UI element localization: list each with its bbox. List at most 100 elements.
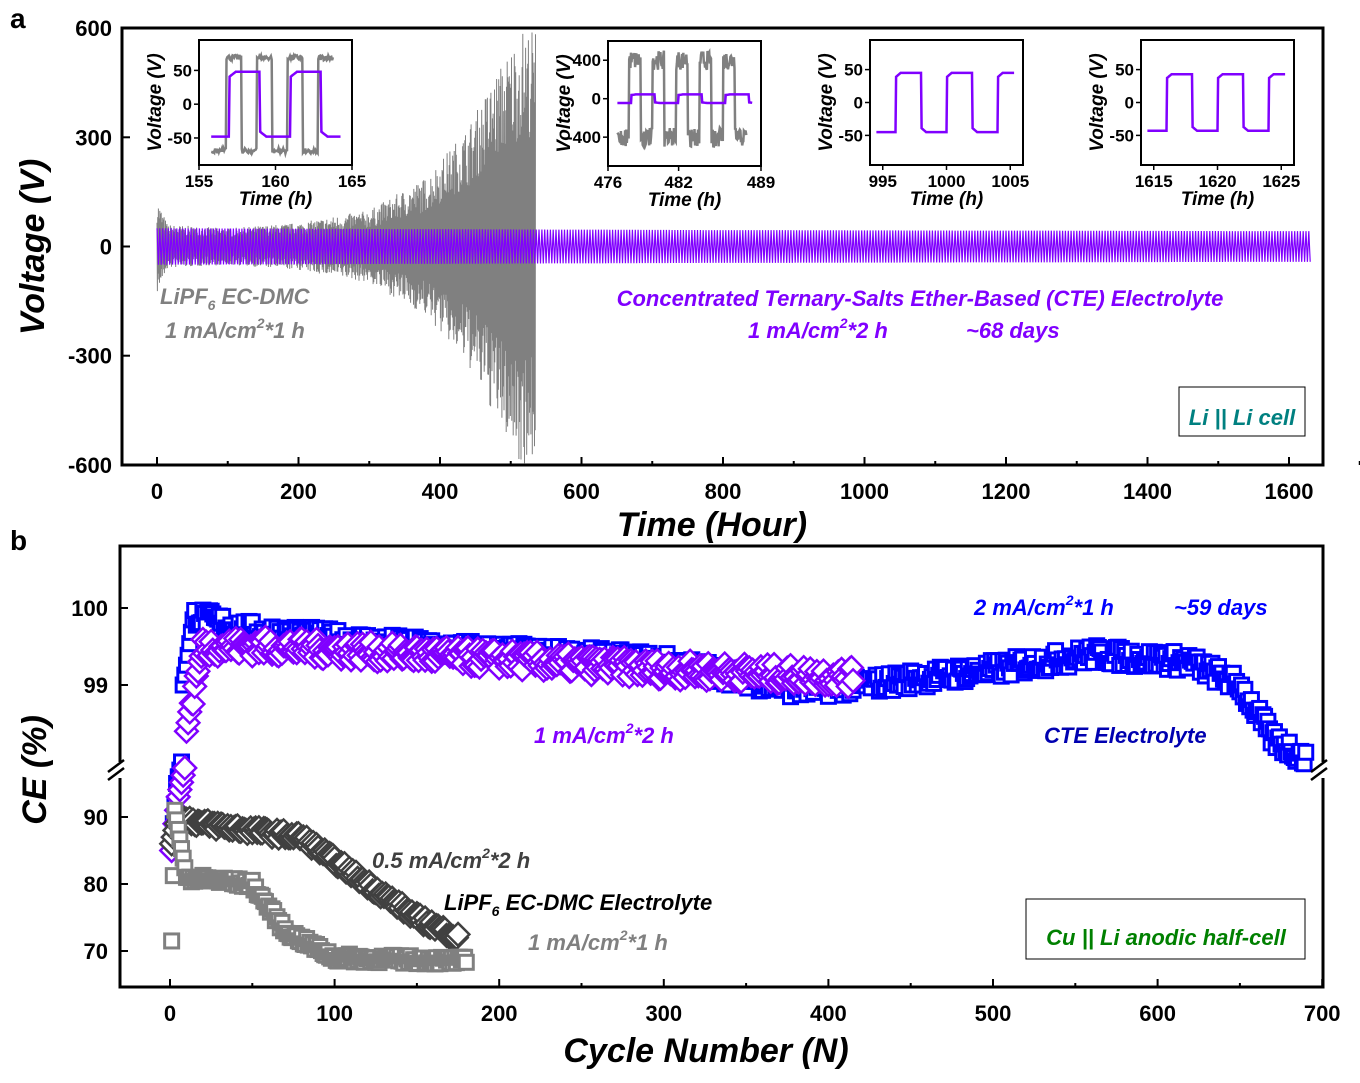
lipf-electrolyte-label: LiPF6 EC-DMC Electrolyte — [444, 890, 712, 919]
inset-y-axis-label: Voltage (V) — [1087, 53, 1108, 152]
diamond-marker — [444, 921, 472, 948]
cte-electrolyte-label: Concentrated Ternary-Salts Ether-Based (… — [617, 286, 1224, 311]
dark-rate-label: 0.5 mA/cm2*2 h — [372, 845, 530, 873]
y-tick-label: 0 — [100, 235, 112, 260]
panel-b-x-axis-label: Cycle Number (N) — [563, 1032, 848, 1070]
y-tick-label: 70 — [84, 939, 108, 964]
inset-x-tick-label: 155 — [185, 172, 213, 191]
cte-days-label: ~68 days — [966, 318, 1060, 343]
x-tick-label: 200 — [280, 479, 317, 504]
panel-letter-a: a — [10, 3, 26, 34]
diamond-marker — [171, 754, 198, 782]
panel-b-y-axis-label: CE (%) — [16, 715, 54, 825]
x-tick-label: 200 — [481, 1001, 518, 1026]
inset-purple-trace — [211, 70, 341, 138]
li-li-cell-label: Li || Li cell — [1189, 405, 1296, 430]
inset-y-axis-label: Voltage (V) — [816, 53, 837, 152]
x-tick-label: 700 — [1304, 1001, 1341, 1026]
square-marker — [457, 953, 475, 971]
cte-label: CTE Electrolyte — [1044, 723, 1207, 748]
inset-purple-trace — [876, 71, 1015, 134]
inset-y-tick-label: 0 — [592, 90, 601, 109]
x-tick-label: 400 — [422, 479, 459, 504]
inset-x-tick-label: 1615 — [1135, 172, 1173, 191]
inset-x-tick-label: 165 — [338, 172, 366, 191]
inset-frame — [607, 40, 762, 167]
inset-x-tick-label: 160 — [261, 172, 289, 191]
gray-electrolyte-label: LiPF6 EC-DMC — [160, 284, 311, 313]
axis-break-mark — [1310, 767, 1328, 781]
inset-x-tick-label: 476 — [594, 173, 622, 192]
inset-y-axis-label: Voltage (V) — [145, 53, 166, 152]
inset-y-tick-label: 0 — [183, 95, 192, 114]
blue-days-label: ~59 days — [1174, 595, 1268, 620]
y-tick-label: -600 — [68, 453, 112, 478]
panel-a-data — [156, 32, 1311, 464]
inset-gray-trace — [210, 51, 335, 159]
y-tick-label: 600 — [75, 16, 112, 41]
x-tick-label: 0 — [164, 1001, 176, 1026]
purple-rate-label: 1 mA/cm2*2 h — [534, 720, 674, 748]
inset-y-tick-label: -50 — [838, 126, 863, 145]
inset-x-tick-label: 995 — [869, 172, 897, 191]
x-tick-label: 0 — [151, 479, 163, 504]
inset-x-tick-label: 1005 — [991, 172, 1029, 191]
square-marker — [1297, 743, 1315, 761]
series-lipf6-ec-dmc-1-ma-cm2-1-h — [163, 801, 475, 973]
inset-x-tick-label: 482 — [664, 173, 692, 192]
inset-y-tick-label: 0 — [1125, 94, 1134, 113]
x-tick-label: 1600 — [1265, 479, 1314, 504]
inset-x-tick-label: 1000 — [928, 172, 966, 191]
gray-rate-label: 1 mA/cm2*1 h — [165, 315, 305, 343]
axis-break-mark — [107, 759, 125, 773]
x-tick-label: 1400 — [1123, 479, 1172, 504]
series-lipf6-ec-dmc-0-5-ma-cm2-2-h — [158, 803, 472, 952]
inset-x-tick-label: 1625 — [1262, 172, 1300, 191]
panel-a-x-axis-label: Time (Hour) — [617, 506, 807, 544]
blue-rate-label: 2 mA/cm2*1 h — [973, 592, 1114, 620]
inset-x-tick-label: 1620 — [1199, 172, 1237, 191]
y-tick-label: 90 — [84, 805, 108, 830]
inset-y-tick-label: -50 — [167, 129, 192, 148]
inset-y-tick-label: 400 — [573, 51, 601, 70]
inset-gray-trace — [616, 47, 748, 151]
cte-rate-label: 1 mA/cm2*2 h — [748, 315, 888, 343]
inset-y-tick-label: -400 — [567, 128, 601, 147]
inset-purple-trace — [1147, 72, 1286, 133]
y-tick-label: 80 — [84, 872, 108, 897]
panel-a-y-axis-label: Voltage (V) — [14, 159, 52, 335]
inset-x-axis-label: Time (h) — [1181, 189, 1255, 210]
x-tick-label: 500 — [975, 1001, 1012, 1026]
inset-y-tick-label: 0 — [854, 94, 863, 113]
x-tick-label: 400 — [810, 1001, 847, 1026]
axis-break-mark — [1310, 759, 1328, 773]
panel-b-data — [158, 601, 1315, 973]
cu-li-cell-label: Cu || Li anodic half-cell — [1046, 925, 1287, 950]
y-tick-label: 300 — [75, 125, 112, 150]
inset-x-axis-label: Time (h) — [239, 189, 313, 210]
x-tick-label: 100 — [316, 1001, 353, 1026]
x-tick-label: 600 — [563, 479, 600, 504]
diamond-marker — [840, 667, 867, 694]
diamond-marker — [179, 690, 207, 718]
series-cte-electrolyte-1-ma-cm2-2-h — [158, 624, 867, 864]
purple-voltage-trace — [156, 228, 1311, 265]
inset-y-tick-label: 50 — [844, 61, 863, 80]
inset-y-tick-label: 50 — [173, 61, 192, 80]
x-tick-label: 1200 — [982, 479, 1031, 504]
inset-y-axis-label: Voltage (V) — [554, 54, 575, 153]
x-tick-label: 600 — [1139, 1001, 1176, 1026]
gray-rate-label-b: 1 mA/cm2*1 h — [528, 927, 668, 955]
axis-break-mark — [107, 767, 125, 781]
x-tick-label: 800 — [705, 479, 742, 504]
li-li-cell-box — [1178, 386, 1306, 437]
x-tick-label: 1000 — [840, 479, 889, 504]
